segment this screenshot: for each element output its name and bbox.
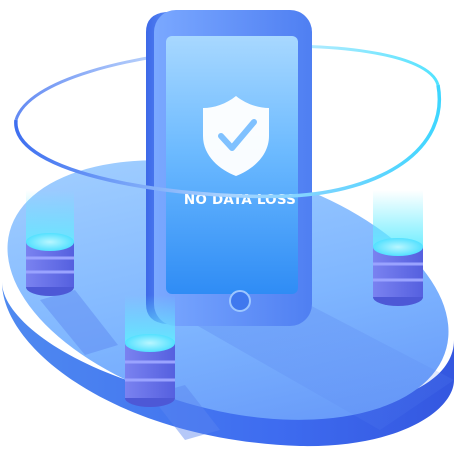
server-stack-right [373,190,423,306]
shield-check-icon [203,96,269,176]
orbit-ring-front [14,84,442,199]
server-stack-left [26,190,74,296]
server-shadow-left [40,290,118,355]
phone-shadow [170,300,454,430]
home-button [229,290,251,312]
platform-side [2,282,454,447]
server-stack-front [125,295,175,407]
